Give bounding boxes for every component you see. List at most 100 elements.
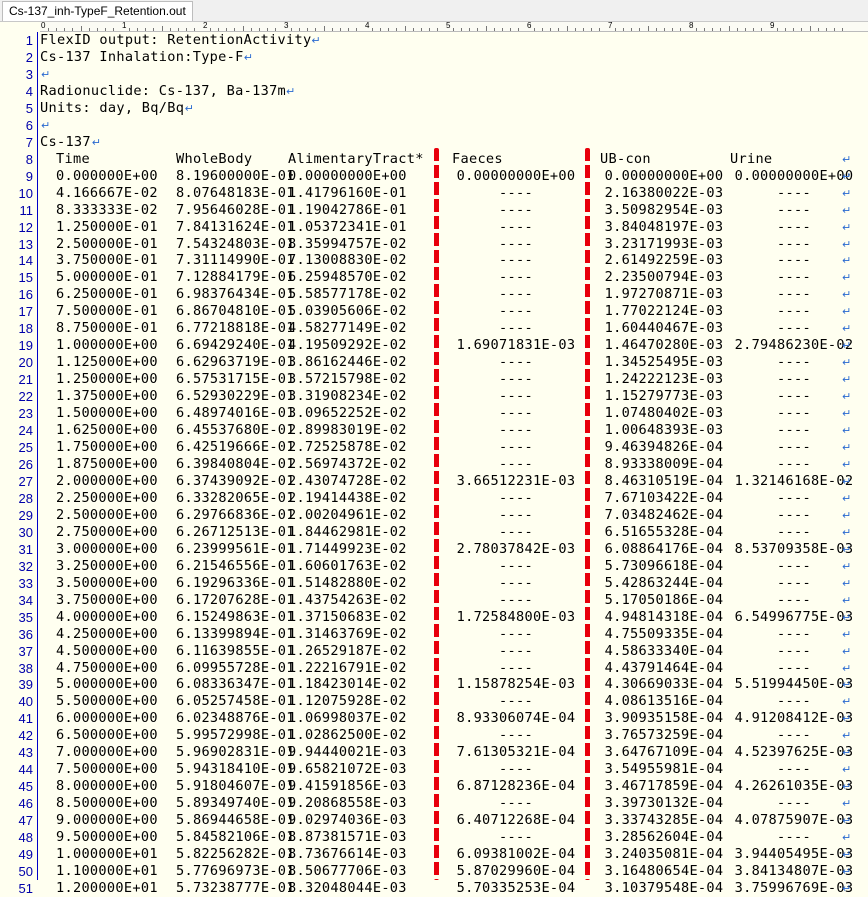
- table-cell: ----: [499, 642, 533, 659]
- column-header: AlimentaryTract*: [288, 150, 424, 167]
- table-cell: ----: [777, 422, 811, 439]
- table-cell: 3.76573259E-04: [604, 727, 724, 744]
- ruler-tick: [679, 28, 681, 31]
- table-cell: ----: [777, 439, 811, 456]
- ruler-tick: [801, 28, 803, 31]
- newline-mark: ↵: [842, 220, 852, 234]
- table-cell: 1.375000E+00: [56, 388, 158, 405]
- table-cell: 2.000000E+00: [56, 472, 158, 489]
- newline-mark: ↵: [91, 135, 101, 149]
- newline-mark: ↵: [842, 848, 852, 862]
- newline-mark: ↵: [842, 373, 852, 387]
- table-cell: 3.250000E+00: [56, 557, 158, 574]
- header-text: Radionuclide: Cs-137, Ba-137m: [40, 82, 287, 99]
- table-cell: ----: [499, 184, 533, 201]
- table-cell: 4.52397625E-03: [734, 744, 854, 761]
- table-cell: 6.98376434E-01: [176, 286, 295, 303]
- ruler-tick: [574, 28, 576, 31]
- newline-mark: ↵: [842, 882, 852, 895]
- ruler-tick: [380, 28, 382, 31]
- ruler-tick: [712, 28, 714, 31]
- newline-mark: ↵: [842, 559, 852, 573]
- table-cell: 6.33282065E-01: [176, 489, 295, 506]
- line-number: 28: [18, 490, 33, 506]
- ruler-tick: [542, 28, 544, 31]
- column-header: Faeces: [452, 150, 503, 167]
- table-cell: 3.750000E+00: [56, 591, 158, 608]
- table-cell: 3.16480654E-04: [604, 863, 724, 880]
- table-cell: 5.73238777E-01: [176, 880, 295, 896]
- ruler-tick: [323, 26, 325, 31]
- table-cell: ----: [777, 388, 811, 405]
- table-cell: 2.43074728E-02: [288, 472, 407, 489]
- line-number: 25: [18, 440, 33, 456]
- newline-mark: ↵: [842, 593, 852, 607]
- ruler-tick: [469, 28, 471, 31]
- newline-mark: ↵: [842, 661, 852, 675]
- table-cell: 3.90935158E-04: [604, 710, 724, 727]
- table-cell: ----: [499, 303, 533, 320]
- table-cell: 5.77696973E-01: [176, 863, 295, 880]
- table-cell: ----: [777, 371, 811, 388]
- newline-mark: ↵: [842, 203, 852, 217]
- newline-mark: ↵: [842, 712, 852, 726]
- table-cell: 1.000000E+00: [56, 337, 158, 354]
- newline-mark: ↵: [842, 746, 852, 760]
- table-cell: 8.333333E-02: [56, 201, 158, 218]
- table-cell: 1.77022124E-03: [604, 303, 724, 320]
- table-cell: 1.69071831E-03: [456, 337, 576, 354]
- table-cell: ----: [499, 218, 533, 235]
- table-cell: 8.93306074E-04: [456, 710, 576, 727]
- ruler-tick: [258, 28, 260, 31]
- table-cell: ----: [777, 693, 811, 710]
- header-line: ↵: [40, 117, 868, 134]
- table-cell: 1.250000E-01: [56, 218, 158, 235]
- newline-mark: ↵: [842, 458, 852, 471]
- newline-mark: ↵: [842, 695, 852, 709]
- table-cell: ----: [499, 693, 533, 710]
- line-number: 51: [18, 881, 33, 896]
- table-cell: 1.60440467E-03: [604, 320, 724, 337]
- newline-mark: ↵: [842, 780, 852, 794]
- table-cell: 1.07480402E-03: [604, 405, 724, 422]
- ruler-tick: [809, 26, 811, 31]
- table-cell: 2.72525878E-02: [288, 439, 407, 456]
- ruler-tick: [234, 28, 236, 31]
- table-cell: 2.61492259E-03: [604, 252, 724, 269]
- newline-mark: ↵: [842, 441, 852, 455]
- newline-mark: ↵: [842, 865, 852, 879]
- table-cell: 6.45537680E-01: [176, 422, 295, 439]
- table-cell: ----: [499, 727, 533, 744]
- table-cell: 1.625000E+00: [56, 422, 158, 439]
- table-cell: 1.200000E+01: [56, 880, 158, 896]
- table-cell: ----: [777, 320, 811, 337]
- table-cell: 5.86944658E-01: [176, 812, 295, 829]
- ruler-tick: [185, 28, 187, 31]
- ruler-tick: [266, 28, 268, 31]
- table-cell: 5.73096618E-04: [604, 557, 724, 574]
- ruler-tick: [453, 28, 455, 31]
- text-editor-area[interactable]: FlexID output: RetentionActivity↵Cs-137 …: [40, 32, 868, 896]
- table-cell: ----: [499, 489, 533, 506]
- table-cell: 8.50677706E-03: [288, 863, 407, 880]
- table-cell: 1.15279773E-03: [604, 388, 724, 405]
- ruler-tick: [347, 28, 349, 31]
- table-cell: 3.50982954E-03: [604, 201, 724, 218]
- table-cell: 1.43754263E-02: [288, 591, 407, 608]
- table-cell: 4.750000E+00: [56, 659, 158, 676]
- table-cell: 6.52930229E-01: [176, 388, 295, 405]
- file-tab[interactable]: Cs-137_inh-TypeF_Retention.out: [2, 1, 193, 21]
- line-number: 7: [25, 134, 33, 150]
- ruler-tick: [104, 28, 106, 31]
- table-cell: 4.500000E+00: [56, 642, 158, 659]
- newline-mark: ↵: [842, 814, 852, 828]
- header-line: Units: day, Bq/Bq↵: [40, 100, 868, 117]
- line-number: 9: [25, 168, 33, 184]
